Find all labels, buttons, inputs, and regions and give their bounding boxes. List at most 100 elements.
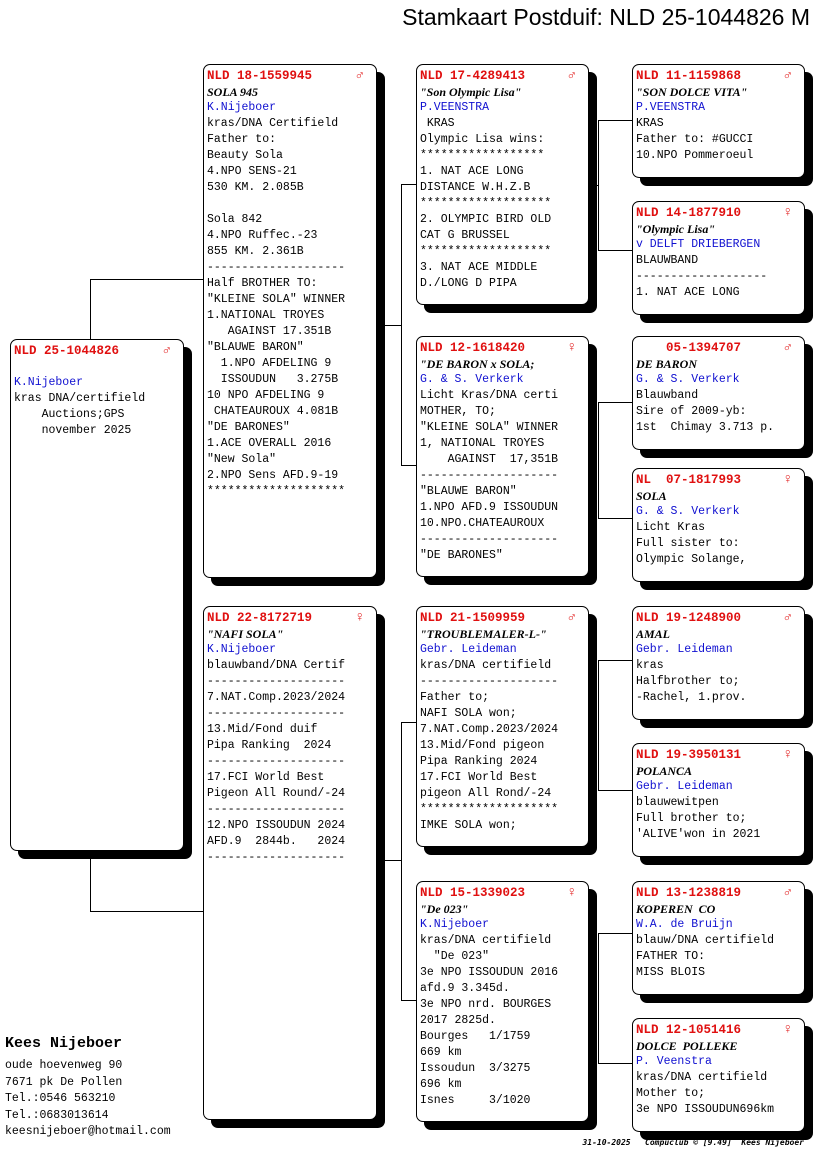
card-fff[interactable]: NLD 11-1159868♂"SON DOLCE VITA"P.VEENSTR… (632, 64, 805, 178)
breeder-name: Kees Nijeboer (5, 1035, 123, 1052)
pigeon-name: KOPEREN CO (636, 902, 716, 916)
pigeon-name: SOLA (636, 489, 667, 503)
info-line: Sola 842 (207, 213, 263, 226)
info-line: 1.NPO AFD.9 ISSOUDUN (420, 501, 559, 514)
pigeon-name: "TROUBLEMALER-L-" (420, 627, 547, 641)
pigeon-name: "De 023" (420, 902, 469, 916)
info-line: ------------------- (636, 270, 768, 283)
info-line: 3. NAT ACE MIDDLE (420, 261, 538, 274)
connector (598, 933, 632, 934)
connector (598, 402, 632, 403)
info-line: 3e NPO ISSOUDUN 2016 (420, 966, 559, 979)
ring-number: NLD 14-1877910 (636, 206, 742, 220)
info-line: 2.NPO Sens AFD.9-19 (207, 469, 339, 482)
info-line: Auctions;GPS (14, 408, 125, 421)
info-line: Sire of 2009-yb: (636, 405, 747, 418)
info-line: 10.NPO Pommeroeul (636, 149, 754, 162)
info-line: 17.FCI World Best (420, 771, 538, 784)
info-line: Licht Kras (636, 521, 706, 534)
info-line: 1.NATIONAL TROYES (207, 309, 325, 322)
info-line: KRAS (420, 117, 455, 130)
pigeon-name: DE BARON (636, 357, 698, 371)
info-line: "KLEINE SOLA" WINNER (207, 293, 346, 306)
ring-number: NLD 17-4289413 (420, 69, 526, 83)
owner-name: K.Nijeboer (207, 101, 277, 114)
ring-number: NLD 13-1238819 (636, 886, 742, 900)
connector (401, 184, 416, 185)
breeder-phone: Tel.:0546 563210 (5, 1092, 116, 1105)
connector (598, 120, 599, 251)
info-line: Mother to; (636, 1087, 706, 1100)
info-line: -------------------- (420, 469, 559, 482)
owner-name: P. Veenstra (636, 1055, 712, 1068)
connector (401, 722, 416, 723)
info-line: 12.NPO ISSOUDUN 2024 (207, 819, 346, 832)
breeder-mobile: Tel.:0683013614 (5, 1108, 109, 1122)
card-mother-father[interactable]: NLD 21-1509959♂"TROUBLEMALER-L-"Gebr. Le… (416, 606, 589, 847)
pigeon-name (14, 359, 183, 375)
info-line: MISS BLOIS (636, 966, 706, 979)
pigeon-name: DOLCE POLLEKE (636, 1039, 738, 1053)
ring-number: NLD 11-1159868 (636, 69, 742, 83)
card-ffm[interactable]: NLD 14-1877910♀"Olympic Lisa"v DELFT DRI… (632, 201, 805, 315)
connector (598, 250, 632, 251)
card-father-father[interactable]: NLD 17-4289413♂"Son Olympic Lisa"P.VEENS… (416, 64, 589, 305)
owner-name: K.Nijeboer (207, 643, 277, 656)
info-line: Halfbrother to; (636, 675, 740, 688)
male-symbol-icon: ♂ (355, 68, 364, 84)
info-line: DISTANCE W.H.Z.B (420, 181, 531, 194)
info-line: -------------------- (207, 851, 346, 864)
male-symbol-icon: ♂ (783, 340, 792, 356)
pigeon-name: AMAL (636, 627, 671, 641)
ring-number: NLD 19-1248900 (636, 611, 742, 625)
female-symbol-icon: ♀ (567, 885, 576, 901)
info-line: ISSOUDUN 3.275B (207, 373, 339, 386)
breeder-address: oude hoevenweg 90 (5, 1059, 123, 1072)
female-symbol-icon: ♀ (783, 747, 792, 763)
info-line: blauw/DNA certifield (636, 934, 775, 947)
info-line: CAT G BRUSSEL (420, 229, 510, 242)
info-line: D./LONG D PIPA (420, 277, 517, 290)
card-father-mother[interactable]: NLD 12-1618420♀"DE BARON x SOLA;G. & S. … (416, 336, 589, 577)
info-line: Issoudun 3/3275 (420, 1062, 531, 1075)
connector (90, 911, 203, 912)
info-line: 10 NPO AFDELING 9 (207, 389, 325, 402)
info-line: kras DNA/certifield (14, 392, 146, 405)
owner-name: K.Nijeboer (420, 918, 490, 931)
male-symbol-icon: ♂ (783, 610, 792, 626)
connector (385, 860, 401, 861)
connector (401, 465, 416, 466)
breeder-email[interactable]: keesnijeboer@hotmail.com (5, 1125, 171, 1138)
info-line: BLAUWBAND (636, 254, 699, 267)
ring-number: NLD 21-1509959 (420, 611, 526, 625)
info-line: 7.NAT.Comp.2023/2024 (207, 691, 346, 704)
info-line: kras/DNA certifield (420, 659, 552, 672)
info-line: Father to: #GUCCI (636, 133, 754, 146)
ring-number: NLD 25-1044826 (14, 344, 120, 358)
owner-name: Gebr. Leideman (636, 643, 733, 656)
info-line: 855 KM. 2.361B (207, 245, 304, 258)
info-line: 7.NAT.Comp.2023/2024 (420, 723, 559, 736)
info-line: 2017 2825d. (420, 1014, 496, 1027)
info-line: 530 KM. 2.085B (207, 181, 304, 194)
owner-name: v DELFT DRIEBERGEN (636, 238, 761, 251)
female-symbol-icon: ♀ (783, 1022, 792, 1038)
info-line: Pipa Ranking 2024 (420, 755, 538, 768)
info-line: "DE BARONES" (207, 421, 290, 434)
info-line: afd.9 3.345d. (420, 982, 510, 995)
connector (598, 933, 599, 1064)
info-line: Licht Kras/DNA certi (420, 389, 559, 402)
info-line: ******************** (420, 803, 559, 816)
info-line: 1. NAT ACE LONG (636, 286, 740, 299)
connector (598, 120, 632, 121)
